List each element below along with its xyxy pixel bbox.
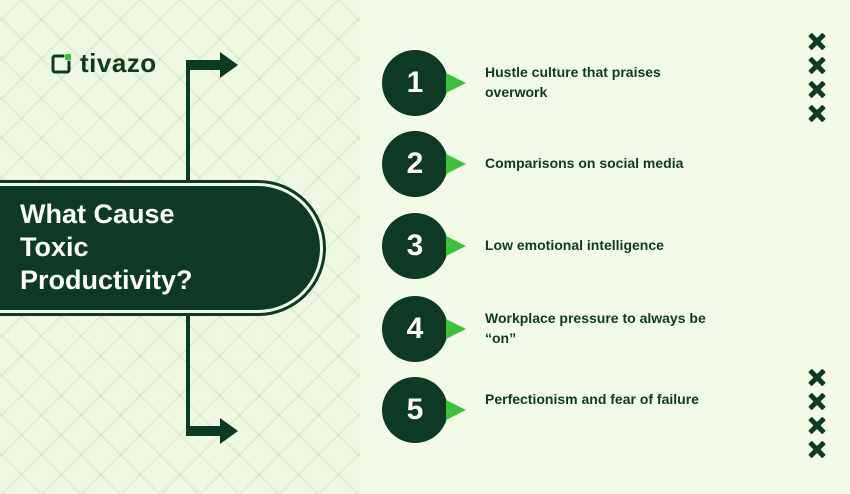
list-item-text: Comparisons on social media (485, 155, 684, 171)
number-badge: 4 (382, 296, 448, 362)
x-mark-icon (806, 102, 828, 124)
list-item-text: Workplace pressure to always be “on” (485, 310, 706, 346)
arrow-right-icon (220, 52, 238, 78)
list-item: 2 Comparisons on social media (382, 131, 822, 201)
x-mark-icon (806, 30, 828, 52)
pointer-triangle-icon (446, 400, 466, 420)
number-badge: 5 (382, 377, 448, 443)
title-banner (0, 186, 320, 310)
brand-logo: tivazo (50, 48, 157, 79)
x-mark-icon (806, 366, 828, 388)
connector-bottom-vertical (186, 310, 190, 434)
number-badge: 1 (382, 50, 448, 116)
pointer-triangle-icon (446, 319, 466, 339)
pointer-triangle-icon (446, 236, 466, 256)
x-mark-icon (806, 78, 828, 100)
list-item: 3 Low emotional intelligence (382, 213, 822, 283)
x-mark-icon (806, 414, 828, 436)
x-mark-group-top (806, 30, 828, 124)
number-badge: 3 (382, 213, 448, 279)
connector-bottom-horizontal (186, 426, 222, 436)
pointer-triangle-icon (446, 73, 466, 93)
x-mark-icon (806, 390, 828, 412)
page-title: What Cause Toxic Productivity? (20, 198, 300, 297)
arrow-right-icon (220, 418, 238, 444)
list-item: 4 Workplace pressure to always be “on” (382, 296, 822, 366)
title-line: What Cause (20, 199, 175, 229)
list-item-text: Low emotional intelligence (485, 237, 664, 253)
brand-name: tivazo (80, 48, 157, 78)
title-line: Toxic (20, 232, 89, 262)
number-badge: 2 (382, 131, 448, 197)
x-mark-icon (806, 438, 828, 460)
x-mark-icon (806, 54, 828, 76)
title-line: Productivity? (20, 265, 193, 295)
list-item: 5 Perfectionism and fear of failure (382, 377, 822, 447)
connector-top-horizontal (186, 60, 222, 70)
tivazo-logo-icon (50, 53, 72, 75)
connector-top-vertical (186, 64, 190, 188)
list-item-text: Perfectionism and fear of failure (485, 391, 699, 407)
list-item-text: Hustle culture that praises overwork (485, 64, 661, 100)
list-item: 1 Hustle culture that praises overwork (382, 50, 822, 120)
pointer-triangle-icon (446, 154, 466, 174)
x-mark-group-bottom (806, 366, 828, 460)
